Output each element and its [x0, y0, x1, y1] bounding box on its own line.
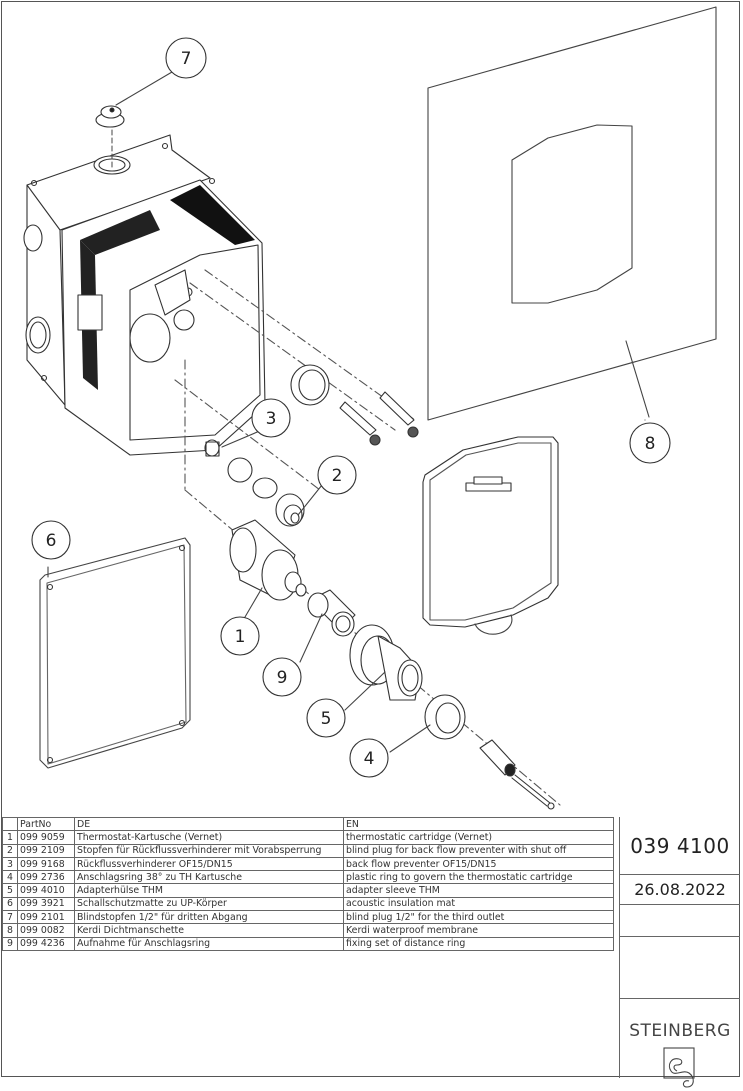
row-part-no: 099 9059 — [17, 830, 75, 845]
drawing-number-cell: 039 4100 — [620, 817, 740, 875]
part-5-adapter-sleeve — [344, 624, 423, 711]
part-1-thermostatic-cartridge — [229, 519, 307, 618]
row-pos: 3 — [2, 856, 18, 872]
empty-cell — [620, 905, 740, 937]
row-part-no: 099 0082 — [17, 923, 75, 938]
row-part-no: 099 3921 — [17, 896, 75, 912]
balloon-1: 1 — [220, 616, 260, 656]
row-pos: 6 — [2, 896, 18, 912]
svg-text:4: 4 — [364, 749, 375, 769]
row-en: blind plug 1/2" for the third outlet — [343, 910, 614, 925]
extension-pins — [339, 391, 419, 446]
part-4-plastic-ring — [389, 694, 466, 753]
table-row: 2 099 2109 Stopfen für Rückflussverhinde… — [2, 843, 614, 858]
header-pos — [2, 816, 18, 832]
balloon-6: 6 — [31, 520, 71, 560]
drawing-date: 26.08.2022 — [634, 880, 726, 899]
row-de: Aufnahme für Anschlagsring — [74, 936, 344, 951]
valve-cap — [290, 364, 330, 406]
title-block: 039 4100 26.08.2022 STEINBERG — [619, 817, 740, 1088]
row-pos: 9 — [2, 936, 18, 951]
row-de: Schallschutzmatte zu UP-Körper — [74, 896, 344, 912]
svg-text:7: 7 — [181, 49, 192, 69]
row-de: Adapterhülse THM — [74, 883, 344, 898]
row-en: acoustic insulation mat — [343, 896, 614, 912]
row-pos: 7 — [2, 910, 18, 925]
date-cell: 26.08.2022 — [620, 875, 740, 905]
row-en: fixing set of distance ring — [343, 936, 614, 951]
table-row: 7 099 2101 Blindstopfen 1/2" für dritten… — [2, 910, 614, 925]
part-2-blind-plug — [275, 484, 323, 527]
parts-list-table: PartNo DE EN 1 099 9059 Thermostat-Kartu… — [2, 816, 614, 951]
row-en: thermostatic cartridge (Vernet) — [343, 830, 614, 845]
balloon-5: 5 — [306, 698, 346, 738]
row-de: Kerdi Dichtmanschette — [74, 923, 344, 938]
balloon-4: 4 — [349, 738, 389, 778]
table-row: 3 099 9168 Rückflussverhinderer OF15/DN1… — [2, 856, 614, 872]
part-3-back-flow-preventer — [204, 429, 278, 499]
row-en: Kerdi waterproof membrane — [343, 923, 614, 938]
svg-text:3: 3 — [266, 409, 277, 429]
row-en: back flow preventer OF15/DN15 — [343, 856, 614, 872]
svg-text:8: 8 — [645, 434, 656, 454]
svg-text:5: 5 — [321, 709, 332, 729]
brand-name: STEINBERG — [629, 1021, 731, 1041]
balloon-2: 2 — [317, 455, 357, 495]
table-row: 8 099 0082 Kerdi Dichtmanschette Kerdi w… — [2, 923, 614, 938]
table-row: 4 099 2736 Anschlagsring 38° zu TH Kartu… — [2, 870, 614, 885]
svg-text:1: 1 — [235, 627, 246, 647]
part-8-kerdi-membrane — [427, 6, 717, 421]
mounting-screw — [479, 739, 555, 810]
row-de: Thermostat-Kartusche (Vernet) — [74, 830, 344, 845]
row-part-no: 099 4010 — [17, 883, 75, 898]
balloon-8: 8 — [629, 422, 671, 464]
row-en: plastic ring to govern the thermostatic … — [343, 870, 614, 885]
table-row: 5 099 4010 Adapterhülse THM adapter slee… — [2, 883, 614, 898]
svg-text:9: 9 — [277, 668, 288, 688]
balloon-7: 7 — [165, 37, 207, 79]
svg-text:6: 6 — [46, 531, 57, 551]
table-row: 6 099 3921 Schallschutzmatte zu UP-Körpe… — [2, 896, 614, 912]
row-part-no: 099 4236 — [17, 936, 75, 951]
row-part-no: 099 2109 — [17, 843, 75, 858]
exploded-view-drawing: 7 8 3 2 6 1 9 5 4 — [23, 6, 717, 810]
header-en: EN — [343, 816, 614, 832]
brand-cell: STEINBERG — [620, 999, 740, 1041]
header-de: DE — [74, 816, 344, 832]
row-de: Blindstopfen 1/2" für dritten Abgang — [74, 910, 344, 925]
row-de: Rückflussverhinderer OF15/DN15 — [74, 856, 344, 872]
part-9-fixing-set — [299, 589, 356, 663]
table-row: 9 099 4236 Aufnahme für Anschlagsring fi… — [2, 936, 614, 951]
row-en: adapter sleeve THM — [343, 883, 614, 898]
row-part-no: 099 2736 — [17, 870, 75, 885]
balloon-9: 9 — [262, 657, 302, 697]
part-7-blind-plug — [95, 71, 173, 169]
balloon-3: 3 — [251, 398, 291, 438]
row-de: Anschlagsring 38° zu TH Kartusche — [74, 870, 344, 885]
row-pos: 1 — [2, 830, 18, 845]
row-part-no: 099 2101 — [17, 910, 75, 925]
row-pos: 2 — [2, 843, 18, 858]
part-6-acoustic-mat — [39, 537, 191, 769]
table-header-row: PartNo DE EN — [2, 816, 614, 832]
installation-box-body — [23, 134, 266, 456]
steinberg-logo-icon — [663, 1047, 695, 1088]
row-part-no: 099 9168 — [17, 856, 75, 872]
row-pos: 8 — [2, 923, 18, 938]
drawing-number: 039 4100 — [630, 833, 730, 858]
row-pos: 5 — [2, 883, 18, 898]
row-de: Stopfen für Rückflussverhinderer mit Vor… — [74, 843, 344, 858]
cover-frame-with-level — [422, 419, 646, 635]
svg-text:2: 2 — [332, 466, 343, 486]
empty-cell — [620, 937, 740, 999]
header-part-no: PartNo — [17, 816, 75, 832]
row-pos: 4 — [2, 870, 18, 885]
row-en: blind plug for back flow preventer with … — [343, 843, 614, 858]
table-row: 1 099 9059 Thermostat-Kartusche (Vernet)… — [2, 830, 614, 845]
